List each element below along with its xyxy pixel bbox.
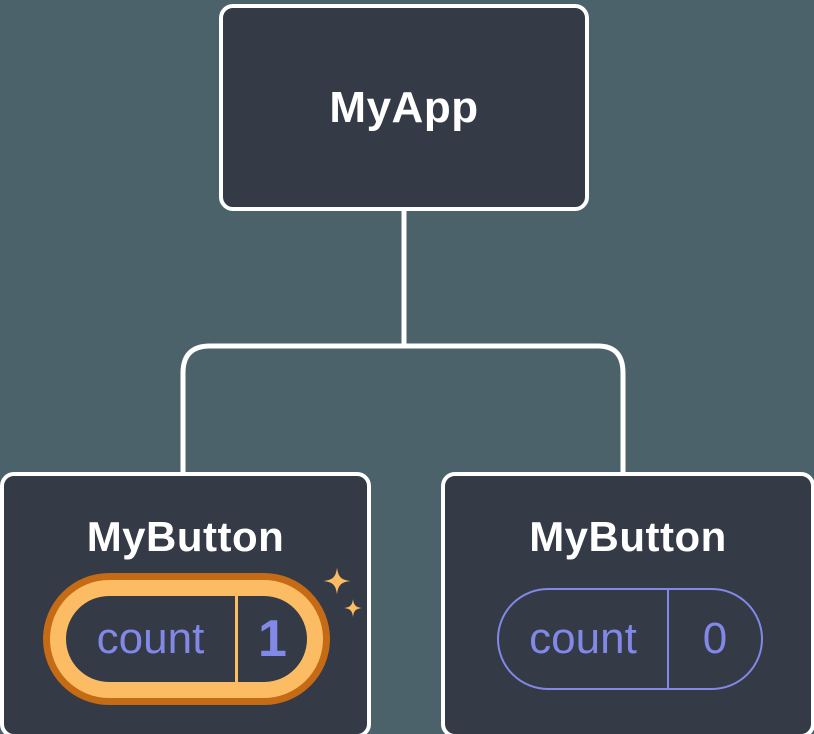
- state-key-label: count: [529, 614, 637, 663]
- state-key-segment: count: [66, 596, 235, 682]
- sparkle-small-icon: [344, 599, 362, 617]
- state-pill-divider: [235, 596, 238, 682]
- node-mybutton-right: MyButton count 0: [441, 472, 814, 734]
- state-value-label: 0: [702, 614, 728, 663]
- state-pill-body: count 1: [66, 596, 307, 682]
- sparkle-large-icon: [323, 567, 351, 595]
- state-pill-highlighted: count 1: [43, 573, 330, 705]
- state-key-segment: count: [499, 590, 667, 688]
- state-value-segment: 1: [238, 596, 307, 682]
- node-mybutton-left: MyButton count 1: [0, 472, 371, 734]
- connector-branch: [180, 343, 626, 472]
- state-pill-divider: [667, 590, 669, 688]
- node-myapp-label: MyApp: [329, 82, 479, 132]
- node-myapp: MyApp: [219, 4, 589, 211]
- state-pill-gold-ring: count 1: [50, 580, 323, 698]
- node-mybutton-left-label: MyButton: [86, 513, 285, 560]
- node-mybutton-right-label: MyButton: [529, 513, 727, 560]
- state-key-label: count: [96, 614, 205, 663]
- state-value-label: 1: [258, 610, 287, 668]
- state-pill-normal: count 0: [497, 588, 763, 690]
- state-value-segment: 0: [669, 590, 761, 688]
